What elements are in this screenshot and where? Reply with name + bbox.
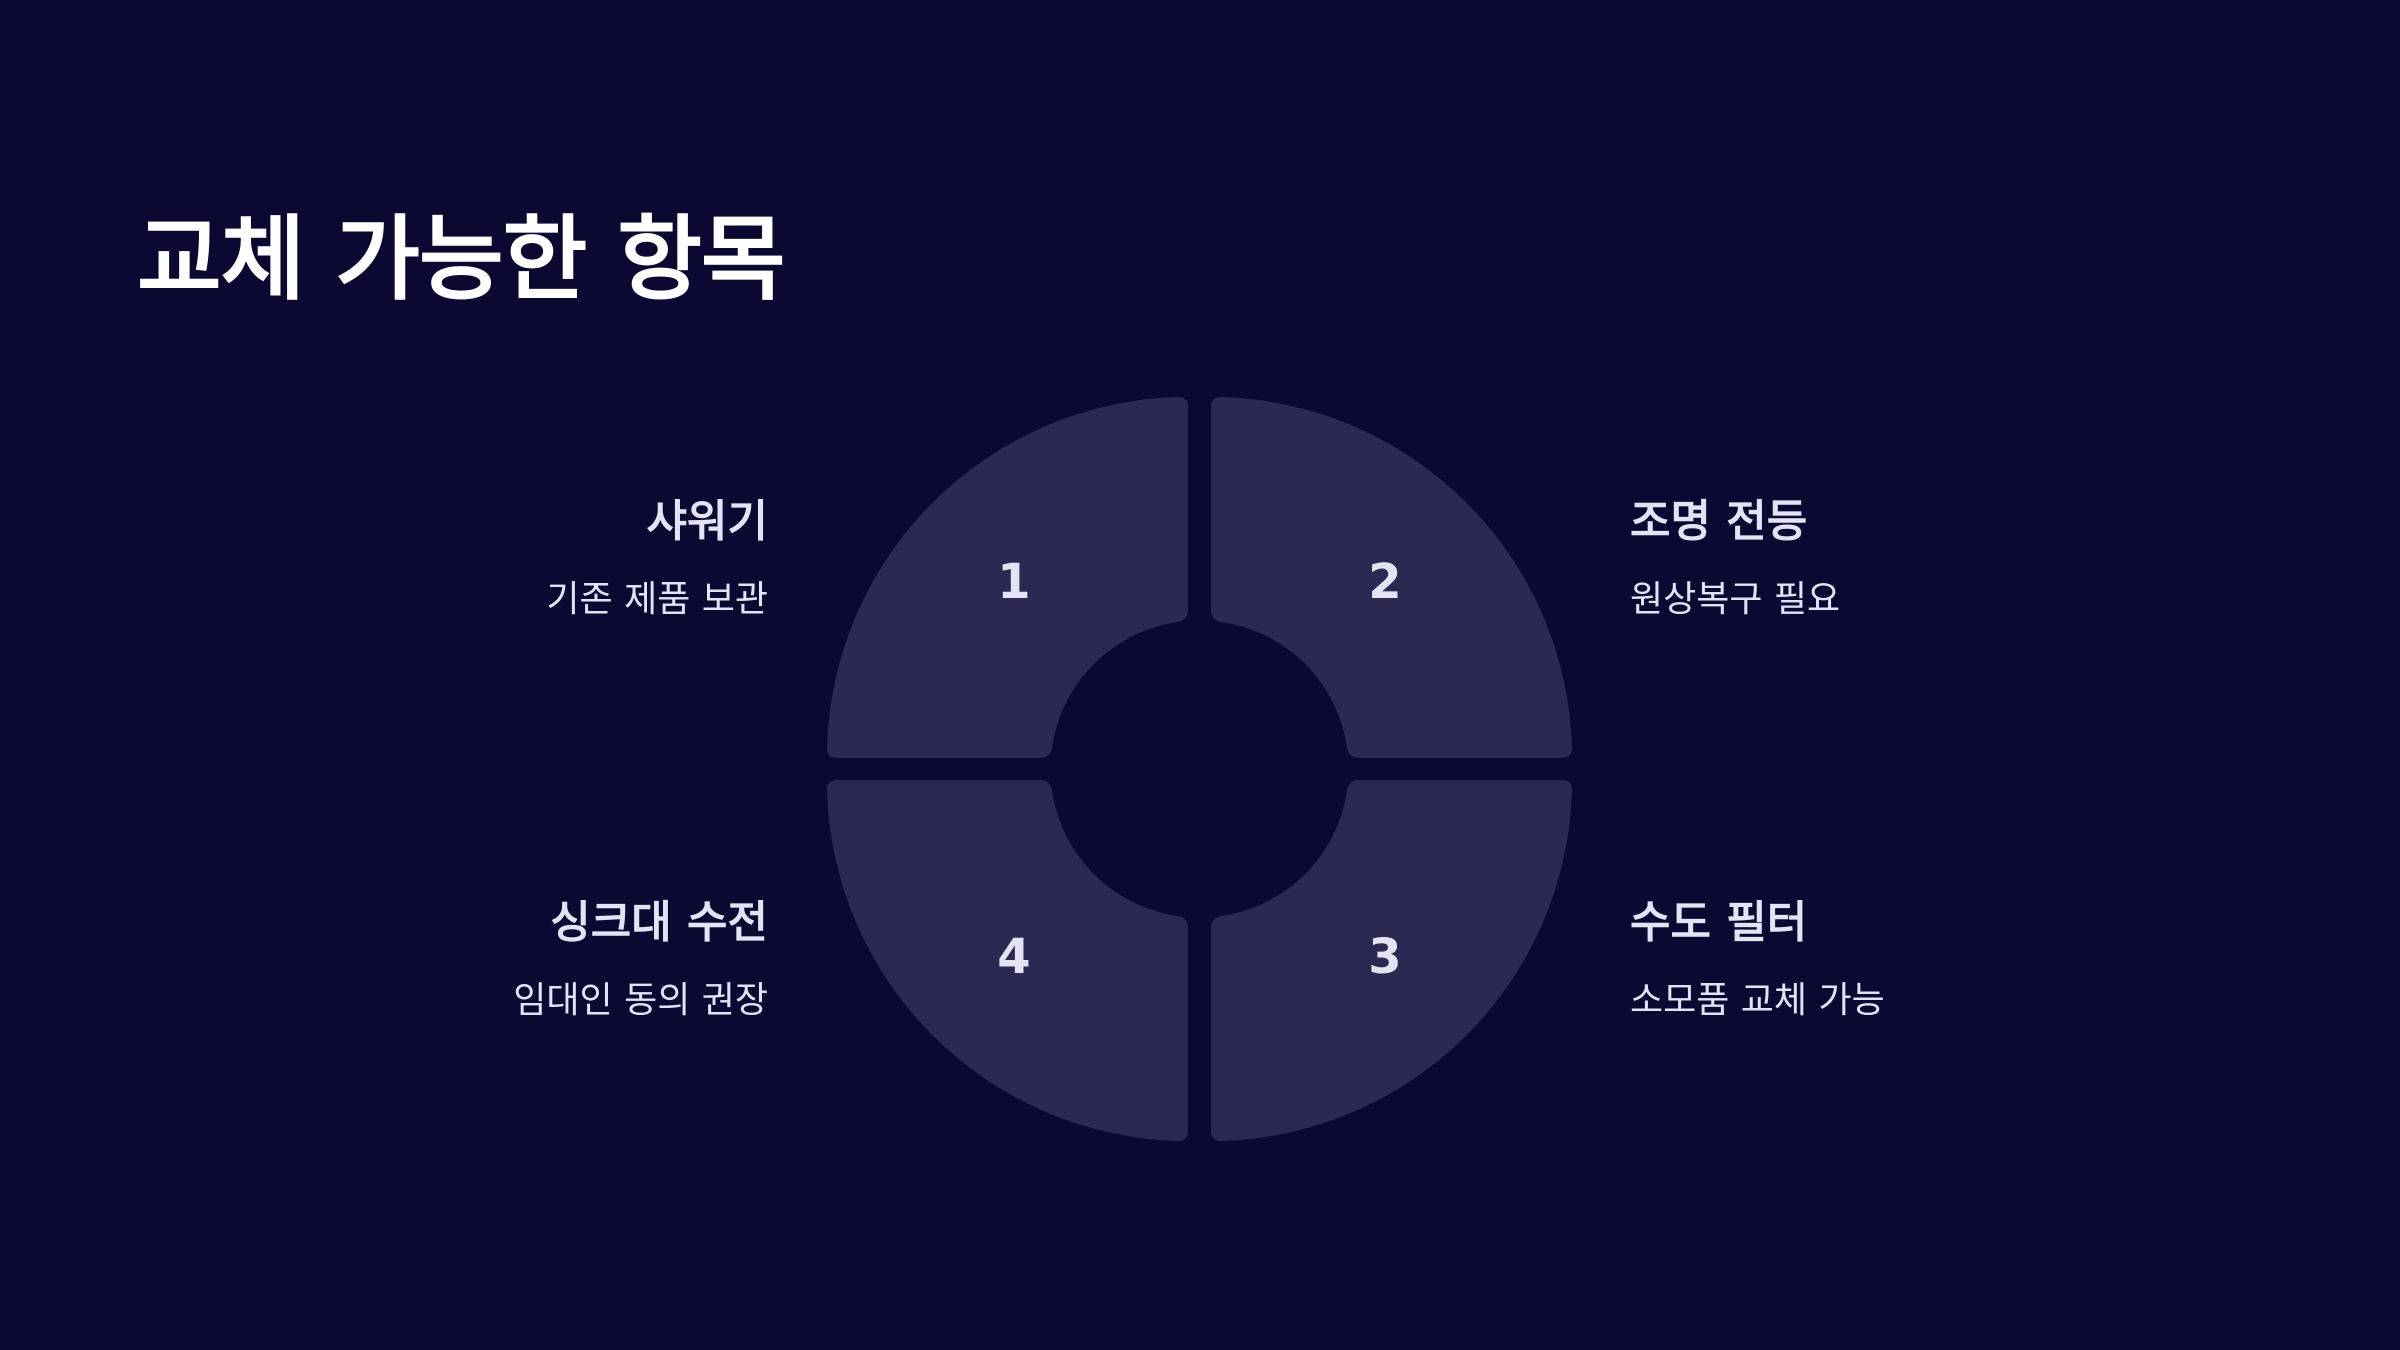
- segment-3-number: 3: [1368, 929, 1401, 985]
- segment-4-label: 싱크대 수전 임대인 동의 권장: [248, 895, 768, 1025]
- segment-1-number: 1: [997, 554, 1030, 610]
- segment-1-shape: [827, 397, 1188, 758]
- segment-4: 4: [827, 780, 1188, 1141]
- segment-3-title: 수도 필터: [1630, 897, 1808, 948]
- segment-3-label: 수도 필터 소모품 교체 가능: [1630, 895, 2150, 1025]
- segment-4-shape: [827, 780, 1188, 1141]
- segment-1: 1: [827, 397, 1188, 758]
- segment-4-description: 임대인 동의 권장: [513, 980, 768, 1021]
- segment-3-description: 소모품 교체 가능: [1630, 980, 1885, 1021]
- segment-2-number: 2: [1368, 554, 1401, 610]
- segment-2-shape: [1211, 397, 1572, 758]
- segment-3-shape: [1211, 780, 1572, 1141]
- segment-1-label: 샤워기 기존 제품 보관: [248, 494, 768, 624]
- page-title: 교체 가능한 항목: [137, 206, 786, 313]
- segment-1-description: 기존 제품 보관: [546, 579, 768, 620]
- segment-2-label: 조명 전등 원상복구 필요: [1630, 494, 2150, 624]
- segment-4-number: 4: [997, 929, 1030, 985]
- segment-3: 3: [1211, 780, 1572, 1141]
- segment-4-title: 싱크대 수전: [550, 897, 768, 948]
- segment-2: 2: [1211, 397, 1572, 758]
- segment-1-title: 샤워기: [646, 496, 768, 547]
- segment-2-description: 원상복구 필요: [1630, 579, 1841, 620]
- segment-2-title: 조명 전등: [1630, 496, 1808, 547]
